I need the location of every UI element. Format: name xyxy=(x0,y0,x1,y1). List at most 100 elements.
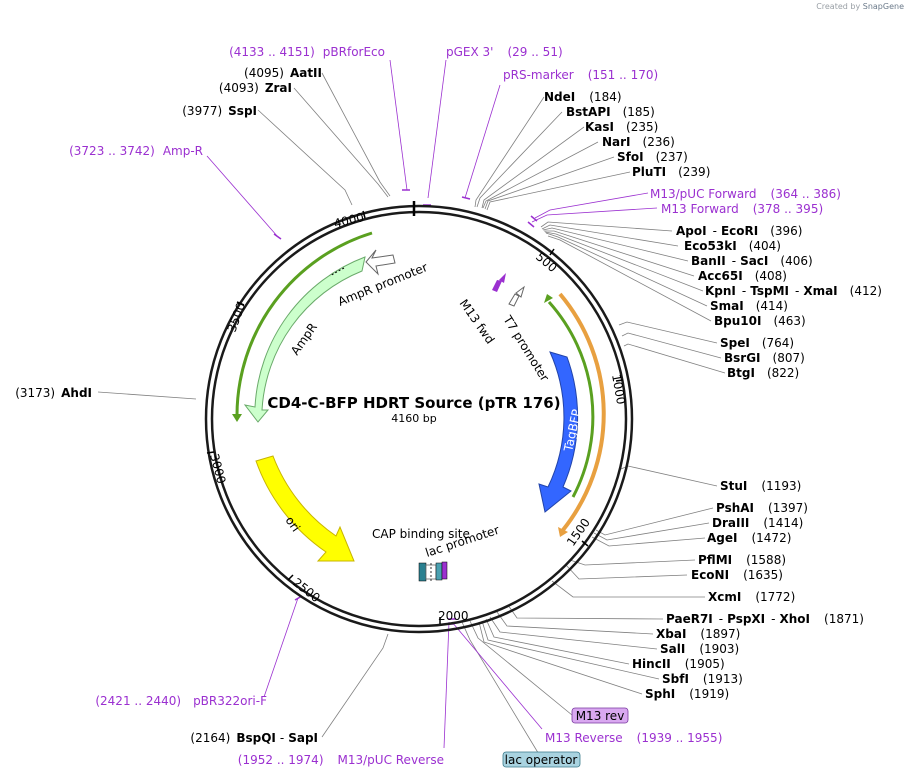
enzyme-name-2: PspXI xyxy=(727,612,765,626)
enzyme-pos: (3173) xyxy=(15,386,55,400)
primer-range: (378 .. 395) xyxy=(753,202,823,216)
enzyme-name: StuI xyxy=(720,479,747,493)
tick-label-500: 500 xyxy=(533,250,560,275)
primer-range: (4133 .. 4151) xyxy=(229,45,315,59)
primer-range: (29 .. 51) xyxy=(507,45,562,59)
enzyme-name: ApoI xyxy=(676,224,707,238)
enzyme-pos: (1193) xyxy=(761,479,801,493)
enzyme-name: PflMI xyxy=(698,553,732,567)
enzyme-name: PshAI xyxy=(716,501,754,515)
enzyme-agei: AgeI(1472) xyxy=(707,531,791,545)
enzyme-paer7i-pspxi-xhoi: PaeR7I-PspXI-XhoI(1871) xyxy=(666,612,864,626)
enzyme-pshai: PshAI (1397) xyxy=(716,501,808,515)
enzyme-pos: (404) xyxy=(749,239,781,253)
enzyme-pos: (1635) xyxy=(743,568,783,582)
enzyme-name: XbaI xyxy=(656,627,686,641)
enzyme-name: HincII xyxy=(632,657,671,671)
primer-pbr322ori-f: (2421 .. 2440) pBR322ori-F xyxy=(95,694,267,708)
tick-label-3000: 3000 xyxy=(207,452,228,485)
feature-arcs xyxy=(232,231,606,537)
enzyme-pos: (1397) xyxy=(768,501,808,515)
ori-arrow xyxy=(255,455,355,562)
snapgene-brand: SnapGene xyxy=(862,2,904,11)
primer-range: (1939 .. 1955) xyxy=(637,731,723,745)
enzyme-name: NarI xyxy=(602,135,631,149)
enzyme-name: PluTI xyxy=(632,165,666,179)
primer-name: pBR322ori-F xyxy=(193,694,267,708)
tagbfp-arrow xyxy=(538,351,579,513)
enzyme-pos: (414) xyxy=(756,299,788,313)
primer-name: M13 Reverse xyxy=(545,731,623,745)
tick-label-4000: 4000 xyxy=(332,210,365,231)
ampr-promoter-arrow xyxy=(365,249,396,276)
enzyme-pos: (3977) xyxy=(182,104,222,118)
enzyme-kpni-tspmi-xmai: KpnI-TspMI-XmaI(412) xyxy=(705,284,882,298)
primer-m13-forward: M13 Forward(378 .. 395) xyxy=(661,202,823,216)
enzyme-name: KpnI xyxy=(705,284,736,298)
enzyme-name: SpeI xyxy=(720,336,750,350)
primer-range: (2421 .. 2440) xyxy=(95,694,181,708)
enzyme-banii-saci: BanII-SacI(406) xyxy=(691,254,813,268)
enzyme-name: EcoNI xyxy=(691,568,729,582)
enzyme-pos: (1913) xyxy=(703,672,743,686)
primer-name: M13/pUC Forward xyxy=(650,187,757,201)
enzyme-pos: (1905) xyxy=(685,657,725,671)
enzyme-nari: NarI(236) xyxy=(602,135,675,149)
enzyme-pos: (235) xyxy=(626,120,658,134)
enzyme-pos: (1903) xyxy=(699,642,739,656)
m13-rev-text: M13 rev xyxy=(576,709,625,723)
enzyme-pos: (807) xyxy=(773,351,805,365)
enzyme-bspqi-sapi: (2164)BspQI-SapI xyxy=(190,731,318,745)
primer-prs-marker: pRS-marker(151 .. 170) xyxy=(503,68,658,82)
enzyme-pos: (4093) xyxy=(219,81,259,95)
m13-fwd-arrow xyxy=(492,273,506,292)
enzyme-pos: (184) xyxy=(589,90,621,104)
primer-pgex-3: pGEX 3'(29 .. 51) xyxy=(446,45,563,59)
enzyme-pos: (1919) xyxy=(689,687,729,701)
primer-labels: (4133 .. 4151)pBRforEco pGEX 3'(29 .. 51… xyxy=(69,45,841,767)
enzyme-apoi-ecori: ApoI-EcoRI(396) xyxy=(676,224,802,238)
enzyme-name: Bpu10I xyxy=(714,314,761,328)
enzyme-name: Acc65I xyxy=(698,269,743,283)
enzyme-pos: (2164) xyxy=(190,731,230,745)
enzyme-bpu10i: Bpu10I(463) xyxy=(714,314,806,328)
tick-label-2000: 2000 xyxy=(438,609,469,623)
enzyme-pos: (1897) xyxy=(700,627,740,641)
enzyme-pluti: PluTI (239) xyxy=(632,165,710,179)
enzyme-pos: (406) xyxy=(780,254,812,268)
enzyme-sali: SalI (1903) xyxy=(660,642,739,656)
enzyme-pos: (822) xyxy=(767,366,799,380)
enzyme-kasi: KasI (235) xyxy=(585,120,658,134)
enzyme-name: BstAPI xyxy=(566,105,611,119)
enzyme-pos: (4095) xyxy=(244,66,284,80)
enzyme-pos: (1772) xyxy=(755,590,795,604)
primer-pbrforeco: (4133 .. 4151)pBRforEco xyxy=(229,45,385,59)
primer-m13-puc-forward: M13/pUC Forward (364 .. 386) xyxy=(650,187,841,201)
enzyme-name: KasI xyxy=(585,120,614,134)
enzyme-name-2: TspMI xyxy=(750,284,789,298)
tick-label-3500: 3500 xyxy=(225,301,249,334)
enzyme-name: XcmI xyxy=(708,590,741,604)
enzyme-sfoi: SfoI(237) xyxy=(617,150,688,164)
enzyme-labels-left: (4095)AatII (4093)ZraI (3977)SspI (3173)… xyxy=(15,66,322,745)
enzyme-name: AgeI xyxy=(707,531,737,545)
plasmid-length: 4160 bp xyxy=(391,412,436,425)
enzyme-pos: (185) xyxy=(623,105,655,119)
enzyme-ahdi: (3173) AhdI xyxy=(15,386,92,400)
primer-m13-puc-reverse: (1952 .. 1974)M13/pUC Reverse xyxy=(238,753,444,767)
enzyme-pos: (237) xyxy=(656,150,688,164)
enzyme-pos: (408) xyxy=(755,269,787,283)
plasmid-title: CD4-C-BFP HDRT Source (pTR 176) xyxy=(267,394,560,412)
primer-range: (1952 .. 1974) xyxy=(238,753,324,767)
enzyme-name: AhdI xyxy=(61,386,92,400)
enzyme-pos: (1414) xyxy=(763,516,803,530)
position-ticks xyxy=(206,210,624,624)
enzyme-sbfi: SbfI(1913) xyxy=(662,672,743,686)
enzyme-pos: (239) xyxy=(678,165,710,179)
enzyme-name: SphI xyxy=(645,687,675,701)
primer-range: (364 .. 386) xyxy=(771,187,841,201)
enzyme-name: SalI xyxy=(660,642,685,656)
enzyme-name-3: XhoI xyxy=(780,612,811,626)
enzyme-xbai: XbaI (1897) xyxy=(656,627,740,641)
